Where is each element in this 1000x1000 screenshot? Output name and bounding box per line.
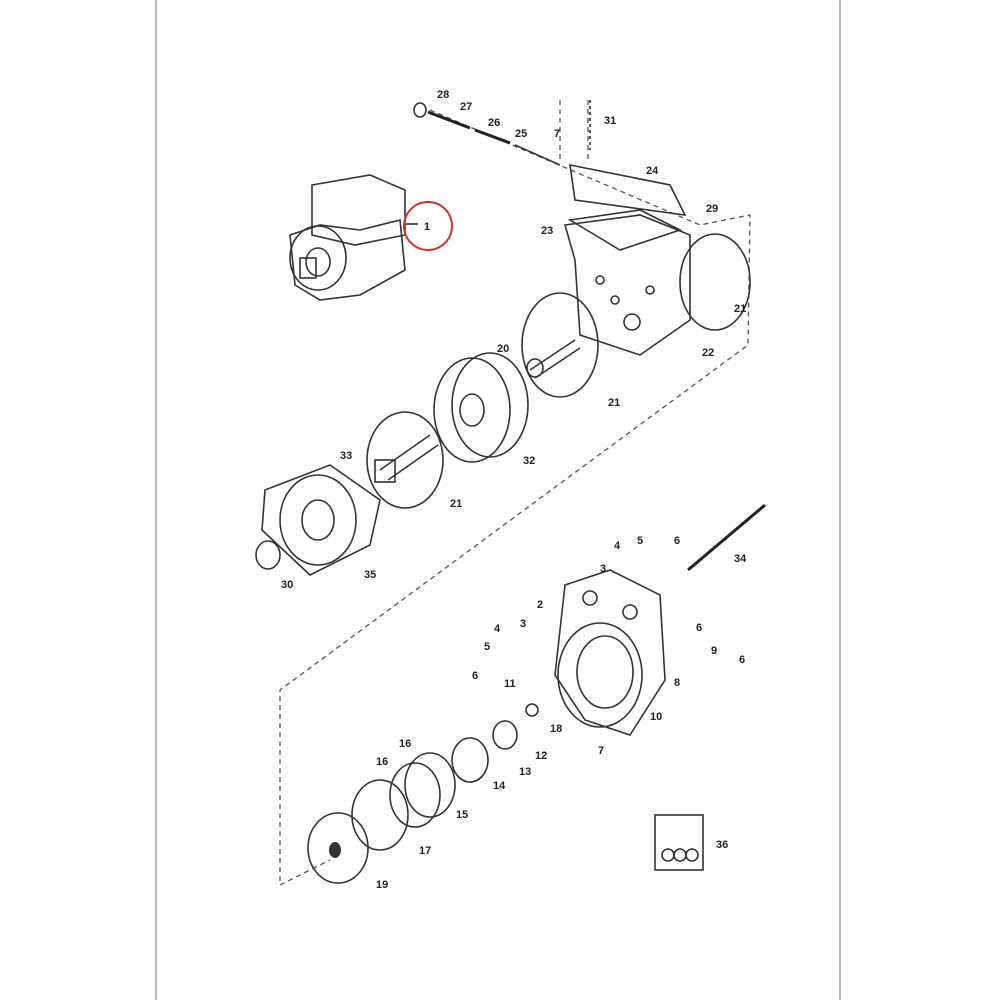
callout-6: 6 [696,622,702,634]
callout-36: 36 [716,839,728,851]
callout-14: 14 [493,780,506,792]
callout-4: 4 [494,623,501,635]
callout-34: 34 [734,553,747,565]
callout-4: 4 [614,540,621,552]
callout-10: 10 [650,711,662,723]
callout-1: 1 [424,221,430,233]
callout-5: 5 [484,641,490,653]
bolt [687,503,766,572]
callouts: 28 27 26 25 7 31 24 1 29 23 21 22 20 21 … [281,89,747,891]
callout-31: 31 [604,115,616,127]
callout-6: 6 [674,535,680,547]
rotor-parts [366,292,599,509]
callout-7: 7 [598,745,604,757]
callout-32: 32 [523,455,535,467]
diagram-sheet [155,0,841,1000]
callout-8: 8 [674,677,680,689]
callout-7: 7 [554,128,560,140]
highlight-circle [403,201,453,251]
callout-21: 21 [608,397,620,409]
callout-12: 12 [535,750,547,762]
housing [554,569,666,736]
valve-spool-parts [413,100,687,216]
callout-19: 19 [376,879,388,891]
assembly-guide-lines [279,100,751,887]
callout-25: 25 [515,128,527,140]
callout-6: 6 [739,654,745,666]
callout-29: 29 [706,203,718,215]
valve-block [563,209,751,356]
callout-15: 15 [456,809,468,821]
callout-30: 30 [281,579,293,591]
callout-23: 23 [541,225,553,237]
callout-16: 16 [399,738,411,750]
callout-11: 11 [504,678,516,690]
callout-3: 3 [520,618,526,630]
callout-3: 3 [600,563,606,575]
callout-27: 27 [460,101,472,113]
callout-20: 20 [497,343,509,355]
callout-24: 24 [646,165,659,177]
callout-28: 28 [437,89,449,101]
callout-33: 33 [340,450,352,462]
callout-16: 16 [376,756,388,768]
callout-21: 21 [734,303,746,315]
callout-2: 2 [537,599,543,611]
motor-assembly [289,174,453,301]
callout-5: 5 [637,535,643,547]
callout-13: 13 [519,766,531,778]
callout-22: 22 [702,347,714,359]
callout-17: 17 [419,845,431,857]
end-cover [255,464,381,576]
callout-9: 9 [711,645,717,657]
callout-18: 18 [550,723,562,735]
callout-21: 21 [450,498,462,510]
lower-stack-parts [307,703,704,884]
callout-6: 6 [472,670,478,682]
callout-35: 35 [364,569,376,581]
callout-26: 26 [488,117,500,129]
